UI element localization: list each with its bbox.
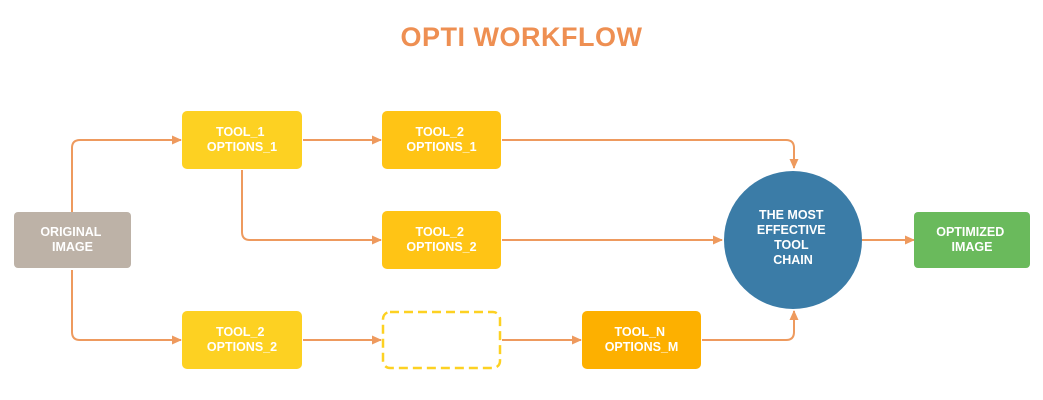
tool2-options1-label-line2: OPTIONS_1	[406, 140, 476, 154]
result-label-line2: EFFECTIVE	[757, 223, 826, 237]
tool2-options2-bottom-label-line2: OPTIONS_2	[207, 340, 277, 354]
svg-text:TOOL_1 OPTIONS_1: TOOL_1 OPTIONS_1	[207, 125, 277, 154]
svg-text:TOOL_2 OPTIONS_2: TOOL_2 OPTIONS_2	[207, 325, 277, 354]
tool2-options1-node: TOOL_2 OPTIONS_1	[382, 111, 501, 169]
arrow-tool2-opt1-to-result	[502, 139, 799, 169]
original-image-label-line1: ORIGINAL	[40, 225, 101, 239]
result-label-line1: THE MOST	[759, 208, 824, 222]
placeholder-step-node	[381, 310, 502, 370]
tool2-options2-bottom-label-line1: TOOL_2	[216, 325, 264, 339]
original-image-node: ORIGINAL IMAGE	[14, 212, 131, 268]
original-image-label-line2: IMAGE	[52, 240, 93, 254]
arrow-tool1-to-tool2-opt2	[241, 170, 382, 245]
tool2-options2-bottom-node: TOOL_2 OPTIONS_2	[182, 311, 302, 369]
tooln-optionsm-label-line2: OPTIONS_M	[605, 340, 679, 354]
diagram-title: OPTI WORKFLOW	[400, 22, 643, 52]
optimized-image-label-line1: OPTIMIZED	[936, 225, 1004, 239]
most-effective-tool-chain-node: THE MOST EFFECTIVE TOOL CHAIN	[724, 171, 862, 309]
result-label-line3: TOOL	[774, 238, 809, 252]
svg-text:ORIGINAL IMAGE: ORIGINAL IMAGE	[40, 225, 104, 254]
svg-text:TOOL_N OPTIONS_M: TOOL_N OPTIONS_M	[605, 325, 679, 354]
tool2-options2-middle-label-line2: OPTIONS_2	[406, 240, 476, 254]
arrow-original-to-tool2-bottom	[71, 270, 182, 345]
arrow-original-to-tool1	[71, 135, 182, 212]
tool2-options1-label-line1: TOOL_2	[416, 125, 464, 139]
svg-text:TOOL_2 OPTIONS_2: TOOL_2 OPTIONS_2	[406, 225, 476, 254]
tooln-optionsm-label-line1: TOOL_N	[615, 325, 665, 339]
tooln-optionsm-node: TOOL_N OPTIONS_M	[582, 311, 701, 369]
result-label-line4: CHAIN	[773, 253, 813, 267]
tool1-options1-label-line2: OPTIONS_1	[207, 140, 277, 154]
tool1-options1-node: TOOL_1 OPTIONS_1	[182, 111, 302, 169]
optimized-image-node: OPTIMIZED IMAGE	[914, 212, 1030, 268]
svg-text:THE MOST EFFECTIVE: THE MOST EFFECTIVE TOOL CHAIN	[757, 208, 829, 267]
tool2-options2-middle-node: TOOL_2 OPTIONS_2	[382, 211, 501, 269]
tool1-options1-label-line1: TOOL_1	[216, 125, 264, 139]
svg-text:OPTIMIZED IMAGE: OPTIMIZED IMAGE	[936, 225, 1008, 254]
optimized-image-label-line2: IMAGE	[952, 240, 993, 254]
svg-text:TOOL_2 OPTIONS_1: TOOL_2 OPTIONS_1	[406, 125, 476, 154]
arrow-tooln-to-result	[702, 310, 799, 341]
connectors	[71, 135, 915, 345]
tool2-options2-middle-label-line1: TOOL_2	[416, 225, 464, 239]
